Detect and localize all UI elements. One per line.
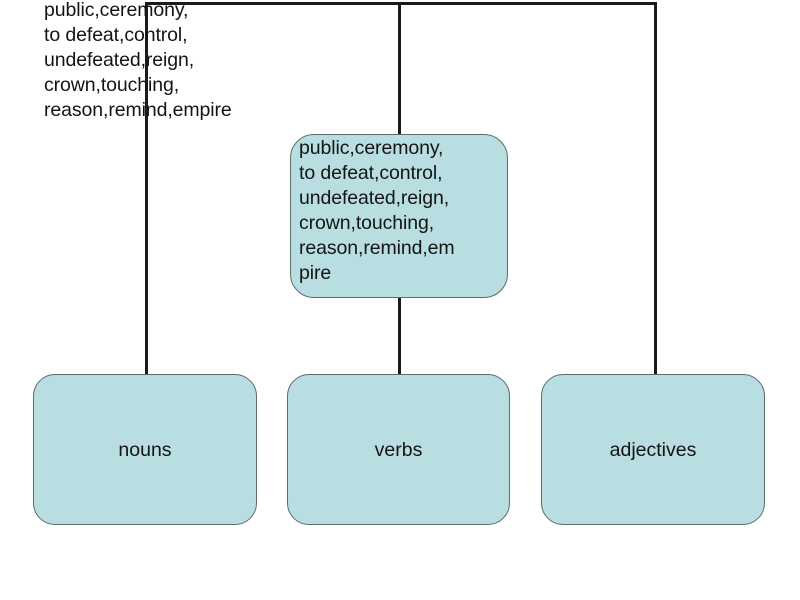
node-adjectives[interactable]: adjectives bbox=[541, 374, 765, 525]
callout-word-list: public,ceremony, to defeat,control, unde… bbox=[299, 137, 455, 284]
node-nouns[interactable]: nouns bbox=[33, 374, 257, 525]
floating-word-list: public,ceremony, to defeat,control, unde… bbox=[44, 0, 232, 121]
node-verbs[interactable]: verbs bbox=[287, 374, 510, 525]
node-adjectives-label: adjectives bbox=[609, 438, 697, 461]
callout-box[interactable]: public,ceremony, to defeat,control, unde… bbox=[290, 134, 508, 298]
node-nouns-label: nouns bbox=[118, 438, 172, 461]
connector-vertical-adjectives bbox=[654, 2, 657, 375]
node-verbs-label: verbs bbox=[374, 438, 423, 461]
